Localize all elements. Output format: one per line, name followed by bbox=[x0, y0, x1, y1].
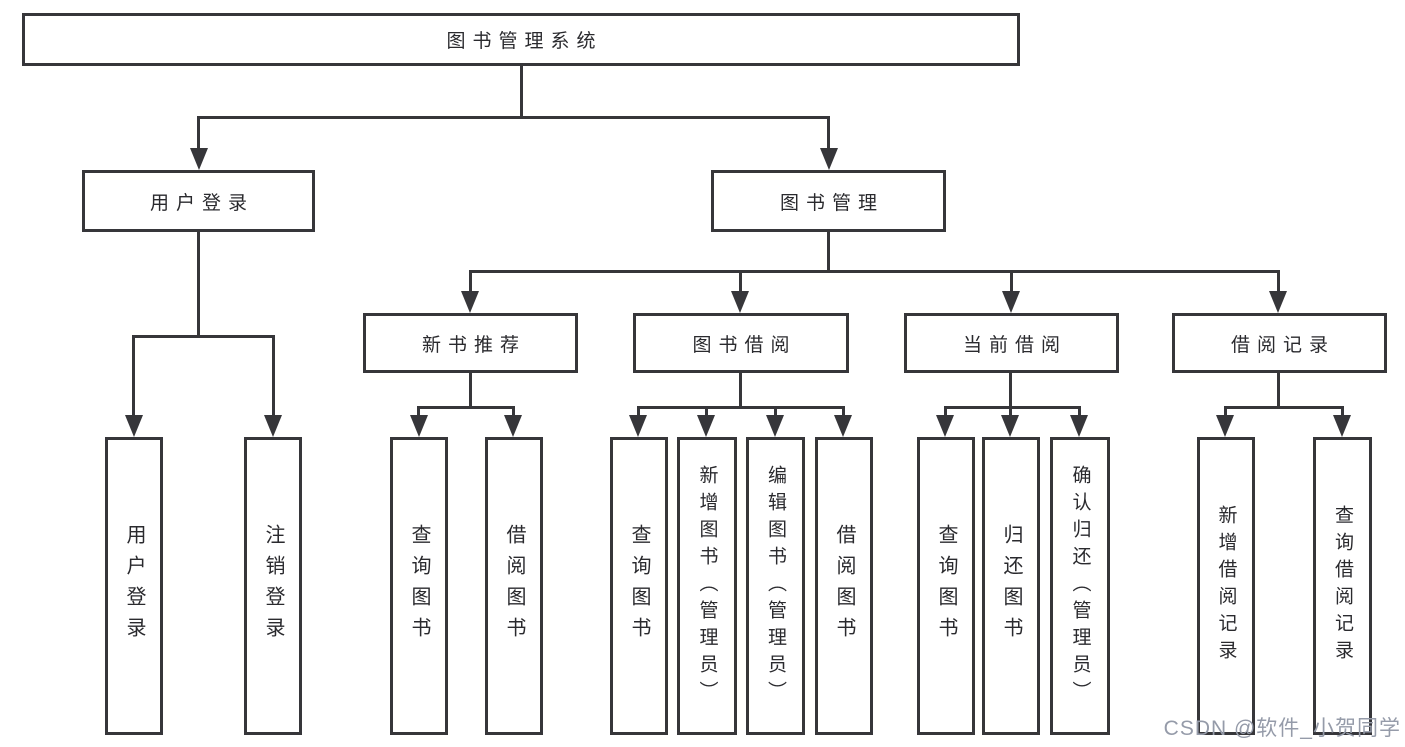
connector-rail-book-borrowing bbox=[637, 406, 845, 409]
connector-drop bbox=[1078, 406, 1081, 418]
leaf-query-books-recommend: 查询图书 bbox=[390, 437, 448, 735]
leaf-add-book-admin-label: 新增图书（管理员） bbox=[696, 464, 718, 708]
leaf-borrow-books-recommend-label: 借阅图书 bbox=[503, 524, 525, 648]
arrow-down-icon bbox=[461, 291, 479, 313]
arrow-down-icon bbox=[820, 148, 838, 170]
leaf-confirm-return-admin: 确认归还（管理员） bbox=[1050, 437, 1110, 735]
connector-book-borrowing-stub bbox=[739, 373, 742, 409]
leaf-borrow-books-recommend: 借阅图书 bbox=[485, 437, 543, 735]
connector-drop bbox=[842, 406, 845, 418]
leaf-borrow-books-borrow-label: 借阅图书 bbox=[833, 524, 855, 648]
leaf-edit-book-admin-label: 编辑图书（管理员） bbox=[765, 464, 786, 708]
arrow-down-icon bbox=[731, 291, 749, 313]
leaf-confirm-return-admin-label: 确认归还（管理员） bbox=[1069, 464, 1091, 708]
arrow-down-icon bbox=[264, 415, 282, 437]
leaf-logout-label: 注销登录 bbox=[262, 524, 284, 648]
connector-drop bbox=[944, 406, 947, 418]
connector-drop-user-login bbox=[197, 116, 200, 152]
node-book-management: 图书管理 bbox=[711, 170, 946, 232]
arrow-down-icon bbox=[834, 415, 852, 437]
connector-drop-book-management bbox=[827, 116, 830, 152]
leaf-logout: 注销登录 bbox=[244, 437, 302, 735]
connector-drop-borrowing-records bbox=[1277, 270, 1280, 294]
leaf-query-books-borrow-label: 查询图书 bbox=[628, 524, 650, 648]
arrow-down-icon bbox=[1001, 415, 1019, 437]
arrow-down-icon bbox=[504, 415, 522, 437]
arrow-down-icon bbox=[1070, 415, 1088, 437]
node-current-borrowing: 当前借阅 bbox=[904, 313, 1119, 373]
leaf-query-books-borrow: 查询图书 bbox=[610, 437, 668, 735]
leaf-borrow-books-borrow: 借阅图书 bbox=[815, 437, 873, 735]
connector-drop bbox=[774, 406, 777, 418]
connector-drop bbox=[1224, 406, 1227, 418]
leaf-user-login-label: 用户登录 bbox=[123, 524, 145, 648]
node-book-borrowing: 图书借阅 bbox=[633, 313, 849, 373]
connector-rail-borrowing-records bbox=[1224, 406, 1344, 409]
connector-drop-new-book-recommend bbox=[469, 270, 472, 294]
leaf-edit-book-admin: 编辑图书（管理员） bbox=[746, 437, 805, 735]
connector-rail-level2 bbox=[197, 116, 830, 119]
connector-user-login-stub bbox=[197, 232, 200, 338]
leaf-add-borrow-record: 新增借阅记录 bbox=[1197, 437, 1255, 735]
arrow-down-icon bbox=[125, 415, 143, 437]
connector-rail-new-book-recommend bbox=[417, 406, 515, 409]
connector-drop-leaf-user-login bbox=[132, 335, 135, 417]
arrow-down-icon bbox=[766, 415, 784, 437]
leaf-add-borrow-record-label: 新增借阅记录 bbox=[1215, 505, 1237, 667]
connector-rail-level3 bbox=[469, 270, 1280, 273]
connector-drop bbox=[1009, 406, 1012, 418]
leaf-return-book: 归还图书 bbox=[982, 437, 1040, 735]
arrow-down-icon bbox=[697, 415, 715, 437]
leaf-query-books-recommend-label: 查询图书 bbox=[408, 524, 430, 648]
arrow-down-icon bbox=[1216, 415, 1234, 437]
connector-new-book-recommend-stub bbox=[469, 373, 472, 409]
connector-root-stub bbox=[520, 66, 523, 116]
connector-current-borrowing-stub bbox=[1009, 373, 1012, 409]
connector-drop bbox=[705, 406, 708, 418]
connector-rail-user-login bbox=[132, 335, 275, 338]
arrow-down-icon bbox=[629, 415, 647, 437]
node-user-login: 用户登录 bbox=[82, 170, 315, 232]
connector-drop bbox=[417, 406, 420, 418]
leaf-query-books-current: 查询图书 bbox=[917, 437, 975, 735]
connector-drop bbox=[1341, 406, 1344, 418]
connector-rail-current-borrowing bbox=[944, 406, 1081, 409]
connector-drop-leaf-logout bbox=[272, 335, 275, 417]
node-library-system: 图书管理系统 bbox=[22, 13, 1020, 66]
connector-book-management-stub bbox=[827, 232, 830, 273]
arrow-down-icon bbox=[190, 148, 208, 170]
watermark: CSDN @软件_小贺同学 bbox=[1163, 717, 1401, 740]
leaf-return-book-label: 归还图书 bbox=[1000, 524, 1022, 648]
arrow-down-icon bbox=[936, 415, 954, 437]
arrow-down-icon bbox=[1002, 291, 1020, 313]
node-new-book-recommend: 新书推荐 bbox=[363, 313, 578, 373]
connector-drop-book-borrowing bbox=[739, 270, 742, 294]
leaf-user-login: 用户登录 bbox=[105, 437, 163, 735]
arrow-down-icon bbox=[1333, 415, 1351, 437]
node-borrowing-records: 借阅记录 bbox=[1172, 313, 1387, 373]
connector-drop bbox=[637, 406, 640, 418]
connector-drop bbox=[512, 406, 515, 418]
leaf-add-book-admin: 新增图书（管理员） bbox=[677, 437, 737, 735]
arrow-down-icon bbox=[410, 415, 428, 437]
connector-borrowing-records-stub bbox=[1277, 373, 1280, 409]
leaf-query-borrow-record-label: 查询借阅记录 bbox=[1332, 505, 1353, 667]
leaf-query-borrow-record: 查询借阅记录 bbox=[1313, 437, 1372, 735]
connector-drop-current-borrowing bbox=[1010, 270, 1013, 294]
leaf-query-books-current-label: 查询图书 bbox=[935, 524, 957, 648]
arrow-down-icon bbox=[1269, 291, 1287, 313]
